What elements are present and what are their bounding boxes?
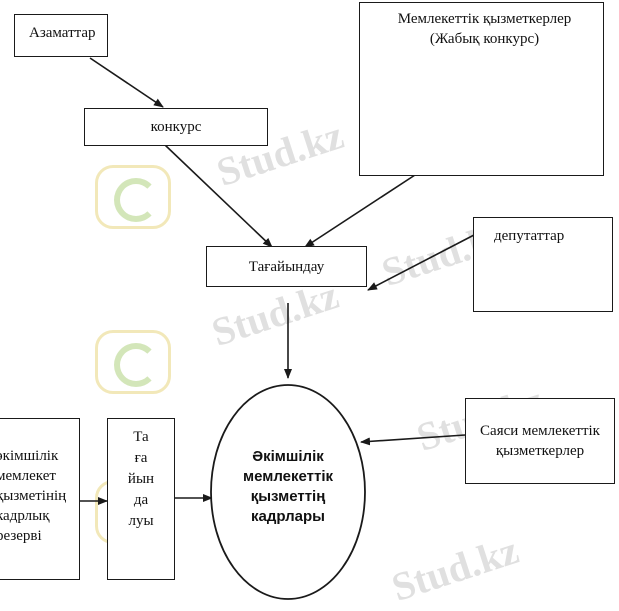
node-state-employees: Мемлекеттік қызметкерлер (Жабық конкурс) (359, 2, 604, 176)
arrow-state-employees-to-tagaindau (304, 174, 416, 248)
reserve-line-3: қызметінің (0, 488, 67, 504)
node-konkurs: конкурс (84, 108, 268, 146)
cadres-ellipse (210, 384, 366, 600)
node-reserve-label: әкімшілік мемлекет қызметінің кадрлық ре… (0, 446, 66, 546)
node-azamattar: Азаматтар (14, 14, 108, 57)
node-political-employees-label: Саяси мемлекеттік қызметкерлер (480, 423, 600, 459)
appointment-line-5: луы (128, 513, 154, 529)
node-tagaindau-label: Тағайындау (248, 258, 325, 275)
node-appointment-vertical: Та ға йын да луы (107, 418, 175, 580)
arrow-azamattar-to-konkurs (89, 57, 164, 108)
reserve-line-4: кадрлық (0, 508, 50, 524)
node-cadres-label: Әкімшілік мемлекеттік қызметтің кадрлары (242, 448, 334, 525)
node-konkurs-label: конкурс (150, 119, 202, 135)
node-state-employees-label: Мемлекеттік қызметкерлер (Жабық конкурс) (397, 11, 572, 47)
arrow-konkurs-to-tagaindau (164, 144, 273, 248)
reserve-line-1: әкімшілік (0, 448, 59, 464)
node-tagaindau: Тағайындау (206, 246, 367, 287)
appointment-line-2: ға (134, 450, 148, 466)
reserve-line-5: резерві (0, 528, 42, 544)
node-deputies: депутаттар (473, 217, 613, 312)
node-appointment-vertical-label: Та ға йын да луы (108, 427, 174, 532)
node-reserve: әкімшілік мемлекет қызметінің кадрлық ре… (0, 418, 80, 580)
appointment-line-1: Та (133, 429, 149, 445)
watermark-logo (95, 330, 171, 394)
node-deputies-label: депутаттар (494, 228, 565, 244)
appointment-line-3: йын (127, 471, 155, 487)
watermark-logo (95, 165, 171, 229)
node-azamattar-label: Азаматтар (29, 25, 96, 41)
node-cadres: Әкімшілік мемлекеттік қызметтің кадрлары (226, 432, 350, 542)
appointment-line-4: да (133, 492, 149, 508)
arrow-political-to-cadres (360, 434, 466, 446)
reserve-line-2: мемлекет (0, 468, 56, 484)
node-political-employees: Саяси мемлекеттік қызметкерлер (465, 398, 615, 484)
arrow-deputies-to-tagaindau (367, 234, 475, 291)
